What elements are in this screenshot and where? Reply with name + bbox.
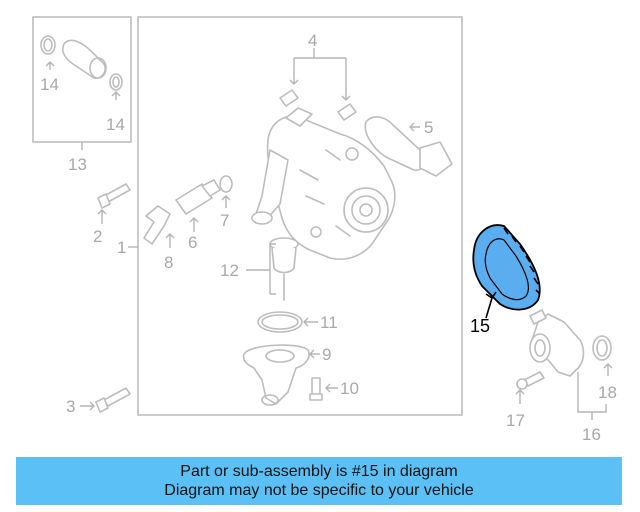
leader-10: [325, 383, 338, 393]
leader-5: [409, 122, 420, 132]
callout-14a: 14: [40, 75, 59, 94]
leader-12: [246, 243, 276, 295]
leader-3: [80, 401, 95, 411]
callout-12: 12: [220, 261, 239, 280]
part-10-bolt: [309, 377, 323, 401]
leader-9: [309, 349, 320, 359]
parts-diagram: 14 14 13 1 2 3 4 5: [32, 16, 617, 444]
leader-7: [221, 195, 231, 208]
part-8-bracket: [143, 205, 171, 245]
callout-2: 2: [93, 227, 102, 246]
part-17-bolt: [516, 371, 545, 390]
banner-line-1: Part or sub-assembly is #15 in diagram: [180, 463, 458, 480]
leader-8: [165, 233, 175, 248]
leader-14b: [111, 91, 121, 100]
callout-5: 5: [424, 118, 433, 137]
leader-11: [303, 317, 318, 327]
leader-14a: [45, 61, 55, 70]
callout-6: 6: [188, 233, 197, 252]
part-6-sensor: [175, 179, 221, 215]
leader-6: [189, 217, 199, 232]
part-16-water-pipe: [529, 309, 585, 377]
leader-15: [485, 291, 497, 319]
part-18-o-ring: [592, 335, 612, 361]
callout-8: 8: [164, 253, 173, 272]
callout-1: 1: [117, 238, 126, 257]
part-9-flange: [242, 344, 310, 406]
part-7-o-ring: [219, 175, 233, 193]
callout-4: 4: [308, 31, 317, 50]
part-4-pins: [279, 89, 357, 121]
leader-16: [577, 372, 607, 420]
callout-3: 3: [66, 397, 75, 416]
info-banner: Part or sub-assembly is #15 in diagram D…: [16, 457, 622, 505]
callout-14b: 14: [106, 115, 125, 134]
part-12-thermostat: [269, 237, 299, 301]
callout-9: 9: [322, 345, 331, 364]
callout-18: 18: [598, 383, 617, 402]
callout-13: 13: [68, 155, 87, 174]
callout-10: 10: [340, 379, 359, 398]
part-15-belt: [472, 224, 541, 311]
leader-17: [515, 389, 525, 404]
water-pump-housing: [251, 107, 396, 260]
callout-15: 15: [470, 316, 490, 336]
banner-line-2: Diagram may not be specific to your vehi…: [164, 482, 474, 499]
part-5-gasket: [364, 116, 453, 177]
leader-4: [289, 48, 351, 101]
callout-17: 17: [506, 411, 525, 430]
main-box-1: [137, 16, 463, 416]
part-11-seal: [257, 311, 303, 333]
part-2-bolt: [97, 183, 131, 209]
callout-16: 16: [582, 425, 601, 444]
part-3-bolt: [95, 387, 131, 413]
leader-18: [603, 363, 613, 376]
leader-2: [97, 209, 107, 224]
callout-11: 11: [320, 313, 338, 332]
callout-7: 7: [220, 211, 229, 230]
part-13-hose-assembly: [40, 35, 123, 91]
